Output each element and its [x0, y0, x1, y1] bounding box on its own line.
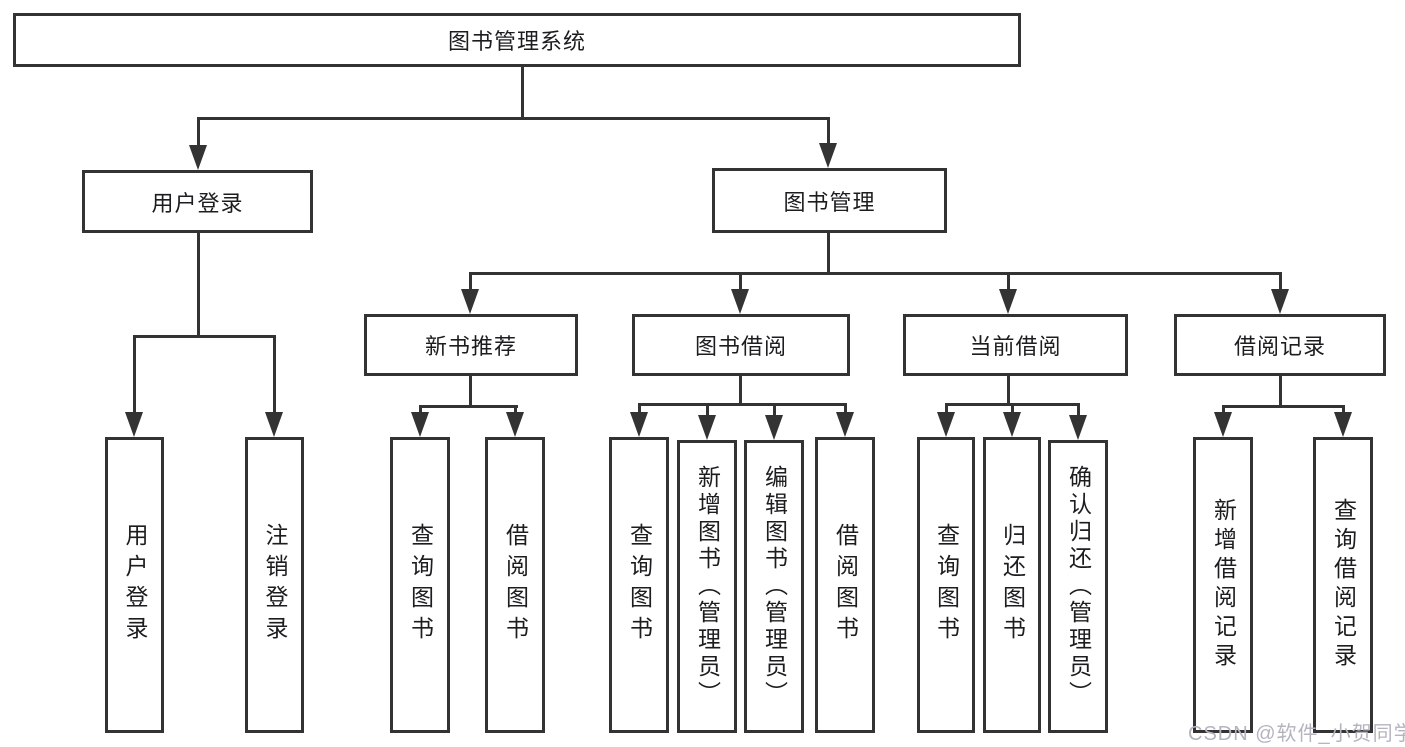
edge-to-book-management — [827, 117, 830, 147]
leaf-label: 借阅图书 — [832, 523, 859, 647]
node-label: 图书借阅 — [694, 334, 787, 359]
edge-to-leaf — [1077, 403, 1080, 415]
arrow-down-icon — [698, 415, 716, 440]
edge-to-leaf — [1342, 405, 1345, 415]
node-book-management: 图书管理 — [712, 168, 947, 233]
edge-to-user-login — [197, 117, 200, 149]
arrow-down-icon — [731, 289, 749, 314]
leaf-label: 查询图书 — [626, 523, 653, 647]
leaf-label: 确认归还（管理员） — [1065, 465, 1092, 708]
arrow-down-icon — [1003, 412, 1021, 437]
arrow-down-icon — [1214, 412, 1232, 437]
edge-to-leaf — [133, 335, 136, 415]
arrow-down-icon — [1271, 289, 1289, 314]
leaf-borrow-books-1: 借阅图书 — [485, 437, 545, 733]
edge-section-stem — [469, 376, 472, 407]
node-label: 图书管理 — [783, 189, 876, 215]
arrow-down-icon — [125, 412, 143, 437]
leaf-add-borrow-record: 新增借阅记录 — [1193, 437, 1253, 733]
leaf-user-login: 用户登录 — [105, 437, 164, 733]
node-library-management-system: 图书管理系统 — [13, 13, 1021, 67]
edge-to-leaf — [773, 403, 776, 415]
arrow-down-icon — [189, 145, 207, 170]
edge-to-leaf — [844, 403, 847, 413]
leaf-label: 查询图书 — [407, 523, 434, 647]
leaf-label: 注销登录 — [262, 523, 288, 647]
arrow-down-icon — [1334, 412, 1352, 437]
edge-section-stem — [739, 376, 742, 405]
arrow-down-icon — [411, 412, 429, 437]
edge-section-branch — [419, 405, 518, 408]
leaf-query-books-3: 查询图书 — [917, 437, 975, 733]
edge-to-leaf — [638, 403, 641, 413]
arrow-down-icon — [461, 289, 479, 314]
csdn-watermark: CSDN @软件_小贺同学 — [1188, 723, 1405, 745]
edge-root-branch — [197, 117, 830, 120]
edge-to-leaf — [1011, 403, 1014, 413]
node-current-borrow: 当前借阅 — [903, 314, 1128, 376]
edge-to-leaf — [945, 403, 948, 413]
leaf-label: 查询借阅记录 — [1330, 498, 1357, 672]
arrow-down-icon — [999, 289, 1017, 314]
leaf-query-borrow-record: 查询借阅记录 — [1313, 437, 1373, 733]
node-label: 借阅记录 — [1233, 334, 1326, 359]
arrow-down-icon — [265, 412, 283, 437]
leaf-confirm-return-admin: 确认归还（管理员） — [1048, 440, 1108, 733]
leaf-return-books: 归还图书 — [983, 437, 1041, 733]
edge-to-section — [1007, 272, 1010, 292]
edge-book-management-stem — [827, 233, 830, 274]
leaf-edit-book-admin: 编辑图书（管理员） — [744, 440, 804, 733]
node-user-login: 用户登录 — [82, 170, 313, 233]
leaf-query-books-2: 查询图书 — [609, 437, 669, 733]
edge-to-section — [739, 272, 742, 292]
leaf-label: 查询图书 — [933, 523, 960, 647]
edge-to-leaf — [1222, 405, 1225, 415]
edge-user-login-stem — [197, 233, 200, 337]
leaf-add-book-admin: 新增图书（管理员） — [677, 440, 737, 733]
edge-section-stem — [1007, 376, 1010, 405]
leaf-logout: 注销登录 — [245, 437, 304, 733]
arrow-down-icon — [836, 412, 854, 437]
arrow-down-icon — [506, 412, 524, 437]
node-book-borrow: 图书借阅 — [632, 314, 850, 376]
node-label: 用户登录 — [151, 190, 244, 216]
edge-to-section — [469, 272, 472, 292]
edge-user-login-branch — [133, 335, 276, 338]
leaf-label: 新增图书（管理员） — [694, 465, 721, 708]
leaf-label: 用户登录 — [122, 523, 148, 647]
arrow-down-icon — [630, 412, 648, 437]
leaf-label: 新增借阅记录 — [1210, 498, 1237, 672]
edge-to-leaf — [706, 403, 709, 415]
node-label: 图书管理系统 — [447, 29, 586, 54]
arrow-down-icon — [1069, 415, 1087, 440]
leaf-label: 编辑图书（管理员） — [761, 465, 788, 708]
leaf-borrow-books-2: 借阅图书 — [815, 437, 875, 733]
node-label: 当前借阅 — [969, 334, 1062, 359]
leaf-label: 归还图书 — [999, 523, 1026, 647]
arrow-down-icon — [765, 415, 783, 440]
node-new-book-recommend: 新书推荐 — [364, 314, 578, 376]
node-label: 新书推荐 — [424, 334, 517, 359]
edge-to-section — [1279, 272, 1282, 292]
edge-root-stem — [521, 67, 524, 119]
edge-section-stem — [1279, 376, 1282, 407]
arrow-down-icon — [937, 412, 955, 437]
edge-section-branch — [1222, 405, 1345, 408]
edge-to-leaf — [419, 405, 422, 415]
edge-to-leaf — [514, 405, 517, 415]
arrow-down-icon — [819, 143, 837, 168]
leaf-label: 借阅图书 — [502, 523, 529, 647]
node-borrow-records: 借阅记录 — [1174, 314, 1386, 376]
edge-book-management-branch — [469, 272, 1282, 275]
edge-to-leaf — [273, 335, 276, 415]
leaf-query-books-1: 查询图书 — [390, 437, 450, 733]
edge-section-branch — [638, 403, 847, 406]
